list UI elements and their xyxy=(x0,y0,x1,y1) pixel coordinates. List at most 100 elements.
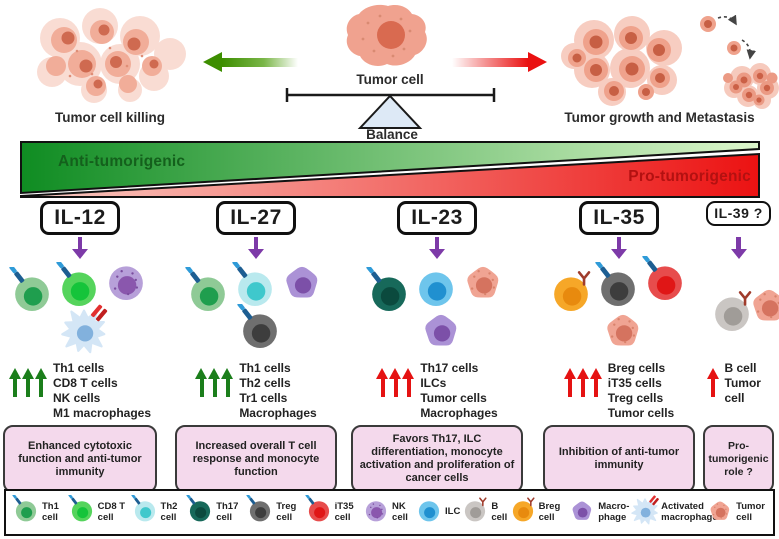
cytokine-label-il12: IL-12 xyxy=(40,201,120,235)
cytokine-label-wrap: IL-27 xyxy=(172,201,340,237)
mac-cell-icon xyxy=(567,495,597,530)
cell-type-line: NK cells xyxy=(52,391,101,405)
breg-cell-icon xyxy=(546,267,596,317)
up-arrow-icon xyxy=(195,368,208,400)
legend-label: Th1 cell xyxy=(42,501,59,523)
legend-label: Macro-phage xyxy=(598,501,630,523)
cytokine-label-il39: IL-39 ? xyxy=(706,201,771,226)
up-arrow-icon xyxy=(706,368,720,400)
cell-type-line: Treg cells xyxy=(607,391,664,405)
legend-label: Tumor cell xyxy=(736,501,765,523)
tumor-cell-illustration xyxy=(346,4,427,67)
th17-cell-icon xyxy=(185,493,215,530)
treg-cell-icon xyxy=(235,302,285,354)
cell-type-line: Th1 cells xyxy=(239,361,291,375)
cytokine-label-wrap: IL-35 xyxy=(540,201,698,237)
down-arrow-icon xyxy=(730,237,747,261)
metastasis-illustration xyxy=(700,14,779,109)
tumor-cell-icon xyxy=(705,495,735,530)
outcome-box-il39: Pro-tumorigenic role ? xyxy=(703,425,774,493)
down-arrow-icon xyxy=(429,237,445,261)
legend-item-bcell: B cell xyxy=(460,495,507,530)
balance-scale-illustration xyxy=(285,88,496,129)
cell-type-line: Th2 cells xyxy=(239,376,291,390)
th2-cell-icon xyxy=(230,260,280,312)
th1-cell-icon xyxy=(183,265,233,317)
trend-arrows xyxy=(376,368,415,421)
legend-item-it35: iT35 cell xyxy=(304,493,361,530)
legend-item-treg: Treg cell xyxy=(245,493,303,530)
red-right-arrow-icon xyxy=(452,52,547,72)
up-arrow-icon xyxy=(208,368,221,400)
ilc-cell-icon xyxy=(411,262,461,312)
it35-cell-icon xyxy=(640,254,690,306)
legend-item-cd8: CD8 T cell xyxy=(67,493,130,530)
mac-cell-icon xyxy=(277,256,327,306)
up-arrow-icon xyxy=(389,368,402,400)
legend-label: Th17 cell xyxy=(216,501,239,523)
cytokine-label-wrap: IL-12 xyxy=(0,201,160,237)
cell-type-line: Macrophages xyxy=(239,406,317,420)
cell-group-il27 xyxy=(172,260,340,361)
tumor-growth-illustration xyxy=(561,16,682,106)
outcome-box-il12: Enhanced cytotoxic function and anti-tum… xyxy=(3,425,157,493)
green-left-arrow-icon xyxy=(203,52,298,72)
th1-cell-icon xyxy=(11,493,41,530)
balance-label: Balance xyxy=(366,127,418,142)
cell-type-line: Th1 cells xyxy=(52,361,105,375)
up-arrow-icon xyxy=(576,368,590,400)
anti-pro-tumorigenic-scale xyxy=(20,141,760,198)
cell-type-line: B cell xyxy=(724,361,757,375)
legend-item-th17: Th17 cell xyxy=(185,493,245,530)
bcell-cell-icon xyxy=(707,287,757,337)
outcome-box-il23: Favors Th17, ILC differentiation, monocy… xyxy=(351,425,523,493)
cell-type-line: Tumor cells xyxy=(607,406,675,420)
outcome-box-il27: Increased overall T cell response and mo… xyxy=(175,425,337,493)
right-caption: Tumor growth and Metastasis xyxy=(564,110,755,125)
tumor-cell-icon xyxy=(458,256,508,306)
breg-cell-icon xyxy=(508,495,538,530)
legend-label: ILC xyxy=(445,506,461,518)
legend-label: NK cell xyxy=(392,501,408,523)
th1-cell-icon xyxy=(7,265,57,317)
up-arrow-icon xyxy=(589,368,603,400)
up-arrow-icon xyxy=(563,368,577,400)
mac-cell-icon xyxy=(416,304,466,354)
legend-label: Activated macrophage xyxy=(661,501,718,523)
legend-item-tumor: Tumor cell xyxy=(705,495,768,530)
nk-cell-icon xyxy=(361,495,391,530)
arrow-head xyxy=(203,52,222,72)
anti-tumorigenic-label: Anti-tumorigenic xyxy=(58,153,186,170)
cytokine-label-il23: IL-23 xyxy=(397,201,477,235)
trend-arrows xyxy=(563,368,603,421)
legend-label: iT35 cell xyxy=(334,501,354,523)
cell-type-line: Th17 cells xyxy=(420,361,479,375)
up-arrow-icon xyxy=(34,368,48,400)
treg-cell-icon xyxy=(593,260,643,312)
tumor-cell-killing-illustration xyxy=(37,8,186,103)
legend-item-ilc: ILC xyxy=(414,495,460,530)
outcome-box-il35: Inhibition of anti-tumor immunity xyxy=(543,425,695,493)
cytokine-label-il27: IL-27 xyxy=(216,201,296,235)
cytokine-label-wrap: IL-23 xyxy=(348,201,526,237)
up-arrow-icon xyxy=(402,368,415,400)
up-arrow-icon xyxy=(376,368,389,400)
cell-type-line: CD8 T cells xyxy=(52,376,118,390)
treg-cell-icon xyxy=(245,493,275,530)
cell-type-line: M1 macrophages xyxy=(52,406,152,420)
up-arrow-icon xyxy=(8,368,22,400)
th17-cell-icon xyxy=(364,265,414,317)
th2-cell-icon xyxy=(130,493,160,530)
bcell-cell-icon xyxy=(460,495,490,530)
tumor-cell-icon xyxy=(744,279,779,329)
nk-cell-icon xyxy=(101,256,151,306)
